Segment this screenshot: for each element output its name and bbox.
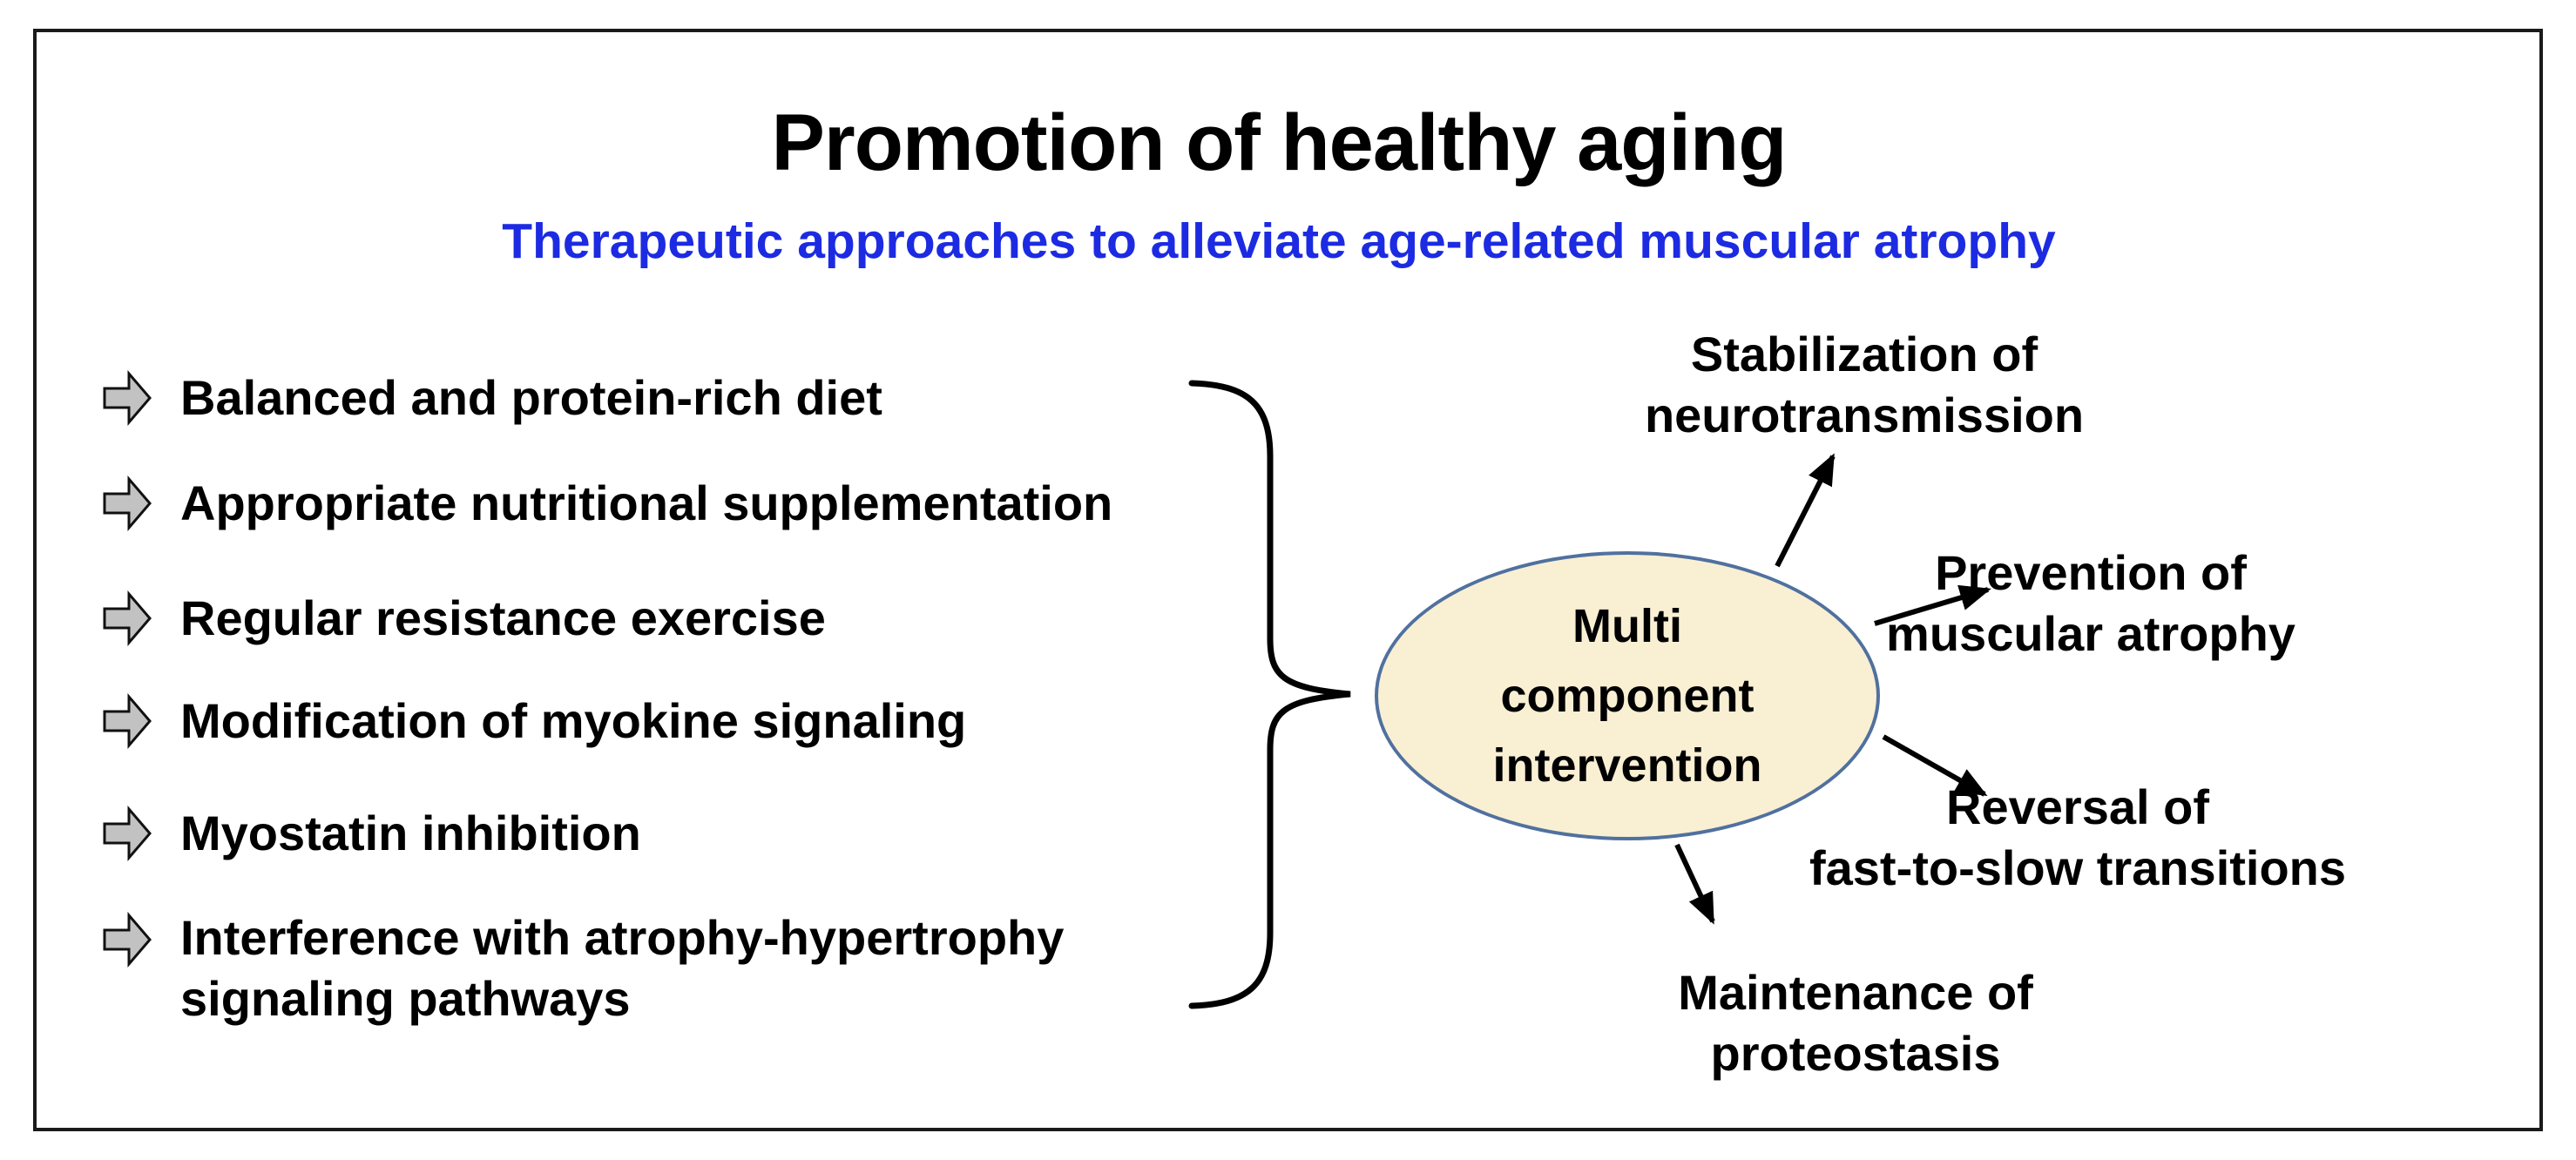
outcome-line: Reversal of bbox=[1946, 779, 2209, 834]
diagram-subtitle: Therapeutic approaches to alleviate age-… bbox=[502, 213, 2056, 269]
outcome-stabilization: Stabilization of neurotransmission bbox=[1645, 324, 2084, 446]
outcome-prevention: Prevention of muscular atrophy bbox=[1886, 543, 2295, 664]
approach-label: Balanced and protein-rich diet bbox=[180, 370, 882, 425]
list-item: Modification of myokine signaling bbox=[103, 691, 966, 752]
hub-line: intervention bbox=[1492, 739, 1762, 792]
right-arrow-icon bbox=[103, 692, 152, 750]
outcome-maintenance: Maintenance of proteostasis bbox=[1678, 962, 2033, 1084]
right-arrow-icon bbox=[103, 805, 152, 862]
approach-label: Regular resistance exercise bbox=[180, 590, 826, 645]
approach-label: Appropriate nutritional supplementation bbox=[180, 475, 1113, 530]
right-arrow-icon bbox=[103, 369, 152, 427]
right-arrow-icon bbox=[103, 590, 152, 647]
outcome-line: Prevention of bbox=[1935, 545, 2247, 600]
diagram-title: Promotion of healthy aging bbox=[771, 98, 1788, 187]
right-arrow-icon bbox=[103, 911, 152, 968]
list-item: Myostatin inhibition bbox=[103, 803, 641, 864]
hub-line: Multi bbox=[1572, 600, 1682, 652]
approach-label: Modification of myokine signaling bbox=[180, 693, 967, 748]
hub-line: component bbox=[1500, 670, 1755, 722]
outcome-line: fast-to-slow transitions bbox=[1809, 840, 2347, 895]
list-item: Appropriate nutritional supplementation bbox=[103, 473, 1112, 534]
outcome-line: proteostasis bbox=[1710, 1026, 2001, 1081]
hub-label: Multi component intervention bbox=[1492, 591, 1761, 800]
list-item: Regular resistance exercise bbox=[103, 588, 826, 649]
approach-label: Myostatin inhibition bbox=[180, 806, 641, 860]
hub-ellipse: Multi component intervention bbox=[1375, 551, 1880, 840]
right-arrow-icon bbox=[103, 475, 152, 532]
outer-frame bbox=[33, 29, 2543, 1131]
outcome-line: neurotransmission bbox=[1644, 388, 2085, 442]
approach-label: Interference with atrophy-hypertrophy si… bbox=[180, 910, 1065, 1026]
outcome-line: Maintenance of bbox=[1678, 965, 2033, 1020]
list-item: Interference with atrophy-hypertrophy si… bbox=[103, 907, 1200, 1029]
outcome-line: Stabilization of bbox=[1690, 327, 2038, 381]
outcome-line: muscular atrophy bbox=[1886, 606, 2295, 661]
outcome-reversal: Reversal of fast-to-slow transitions bbox=[1809, 777, 2346, 899]
list-item: Balanced and protein-rich diet bbox=[103, 368, 882, 428]
